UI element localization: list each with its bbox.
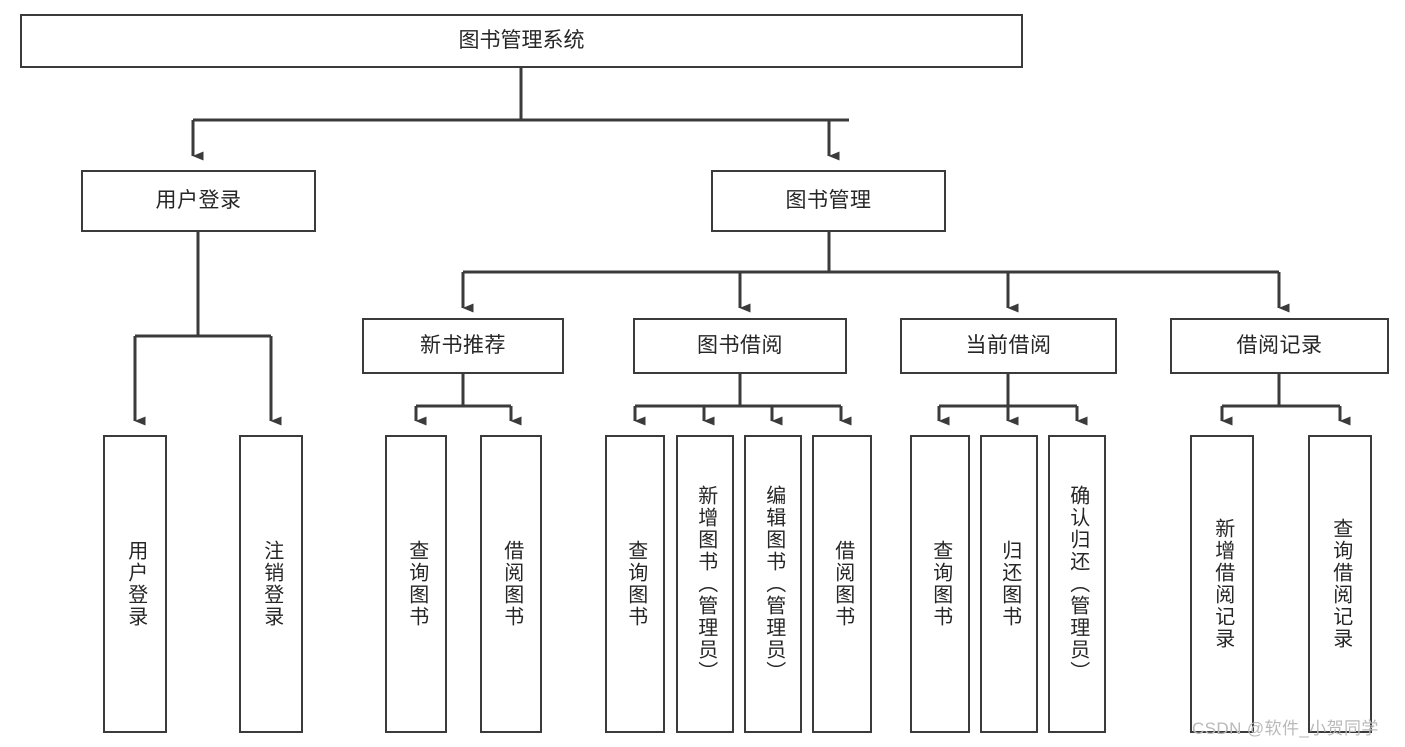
leaf-query-book-newbook-label: 查询图书 [405,540,428,628]
leaf-query-borrow-record-label: 查询借阅记录 [1329,518,1352,650]
csdn-watermark: CSDN @软件_小贺同学 [1192,714,1379,739]
leaf-borrow-book-borrow-label: 借阅图书 [831,540,854,628]
leaf-add-book-admin[interactable]: 新增图书（管理员） [676,435,734,733]
leaf-return-book[interactable]: 归还图书 [980,435,1038,733]
node-current-borrow[interactable]: 当前借阅 [900,318,1117,374]
leaf-borrow-book-borrow[interactable]: 借阅图书 [812,435,872,733]
node-new-book-recommend[interactable]: 新书推荐 [362,318,564,374]
node-borrow-records[interactable]: 借阅记录 [1170,318,1389,374]
leaf-edit-book-admin[interactable]: 编辑图书（管理员） [744,435,802,733]
leaf-query-book-current-label: 查询图书 [929,540,952,628]
leaf-query-book-borrow-label: 查询图书 [624,540,647,628]
node-new-book-recommend-label: 新书推荐 [420,333,506,357]
leaf-add-borrow-record[interactable]: 新增借阅记录 [1190,435,1254,733]
leaf-query-book-borrow[interactable]: 查询图书 [605,435,665,733]
node-book-management-label: 图书管理 [785,188,872,212]
node-book-borrow-label: 图书借阅 [697,333,783,357]
csdn-watermark-text: CSDN @软件_小贺同学 [1192,719,1379,738]
node-borrow-records-label: 借阅记录 [1236,333,1323,357]
leaf-query-book-newbook[interactable]: 查询图书 [385,435,447,733]
leaf-confirm-return-admin-label: 确认归还（管理员） [1066,485,1089,683]
leaf-add-book-admin-label: 新增图书（管理员） [694,485,717,683]
node-book-management[interactable]: 图书管理 [711,170,946,232]
leaf-logout-label: 注销登录 [260,540,283,628]
node-user-login-label: 用户登录 [155,188,242,212]
leaf-user-login-label: 用户登录 [124,540,147,628]
leaf-borrow-book-newbook[interactable]: 借阅图书 [480,435,542,733]
leaf-confirm-return-admin[interactable]: 确认归还（管理员） [1048,435,1106,733]
leaf-query-borrow-record[interactable]: 查询借阅记录 [1308,435,1372,733]
leaf-logout[interactable]: 注销登录 [239,435,303,733]
leaf-return-book-label: 归还图书 [998,540,1021,628]
leaf-borrow-book-newbook-label: 借阅图书 [500,540,523,628]
leaf-add-borrow-record-label: 新增借阅记录 [1211,518,1234,650]
node-current-borrow-label: 当前借阅 [965,333,1052,357]
node-book-borrow[interactable]: 图书借阅 [633,318,847,374]
leaf-query-book-current[interactable]: 查询图书 [910,435,970,733]
node-root[interactable]: 图书管理系统 [20,14,1023,68]
node-root-label: 图书管理系统 [458,28,585,52]
node-user-login[interactable]: 用户登录 [81,170,316,232]
leaf-edit-book-admin-label: 编辑图书（管理员） [762,485,785,683]
leaf-user-login[interactable]: 用户登录 [103,435,167,733]
